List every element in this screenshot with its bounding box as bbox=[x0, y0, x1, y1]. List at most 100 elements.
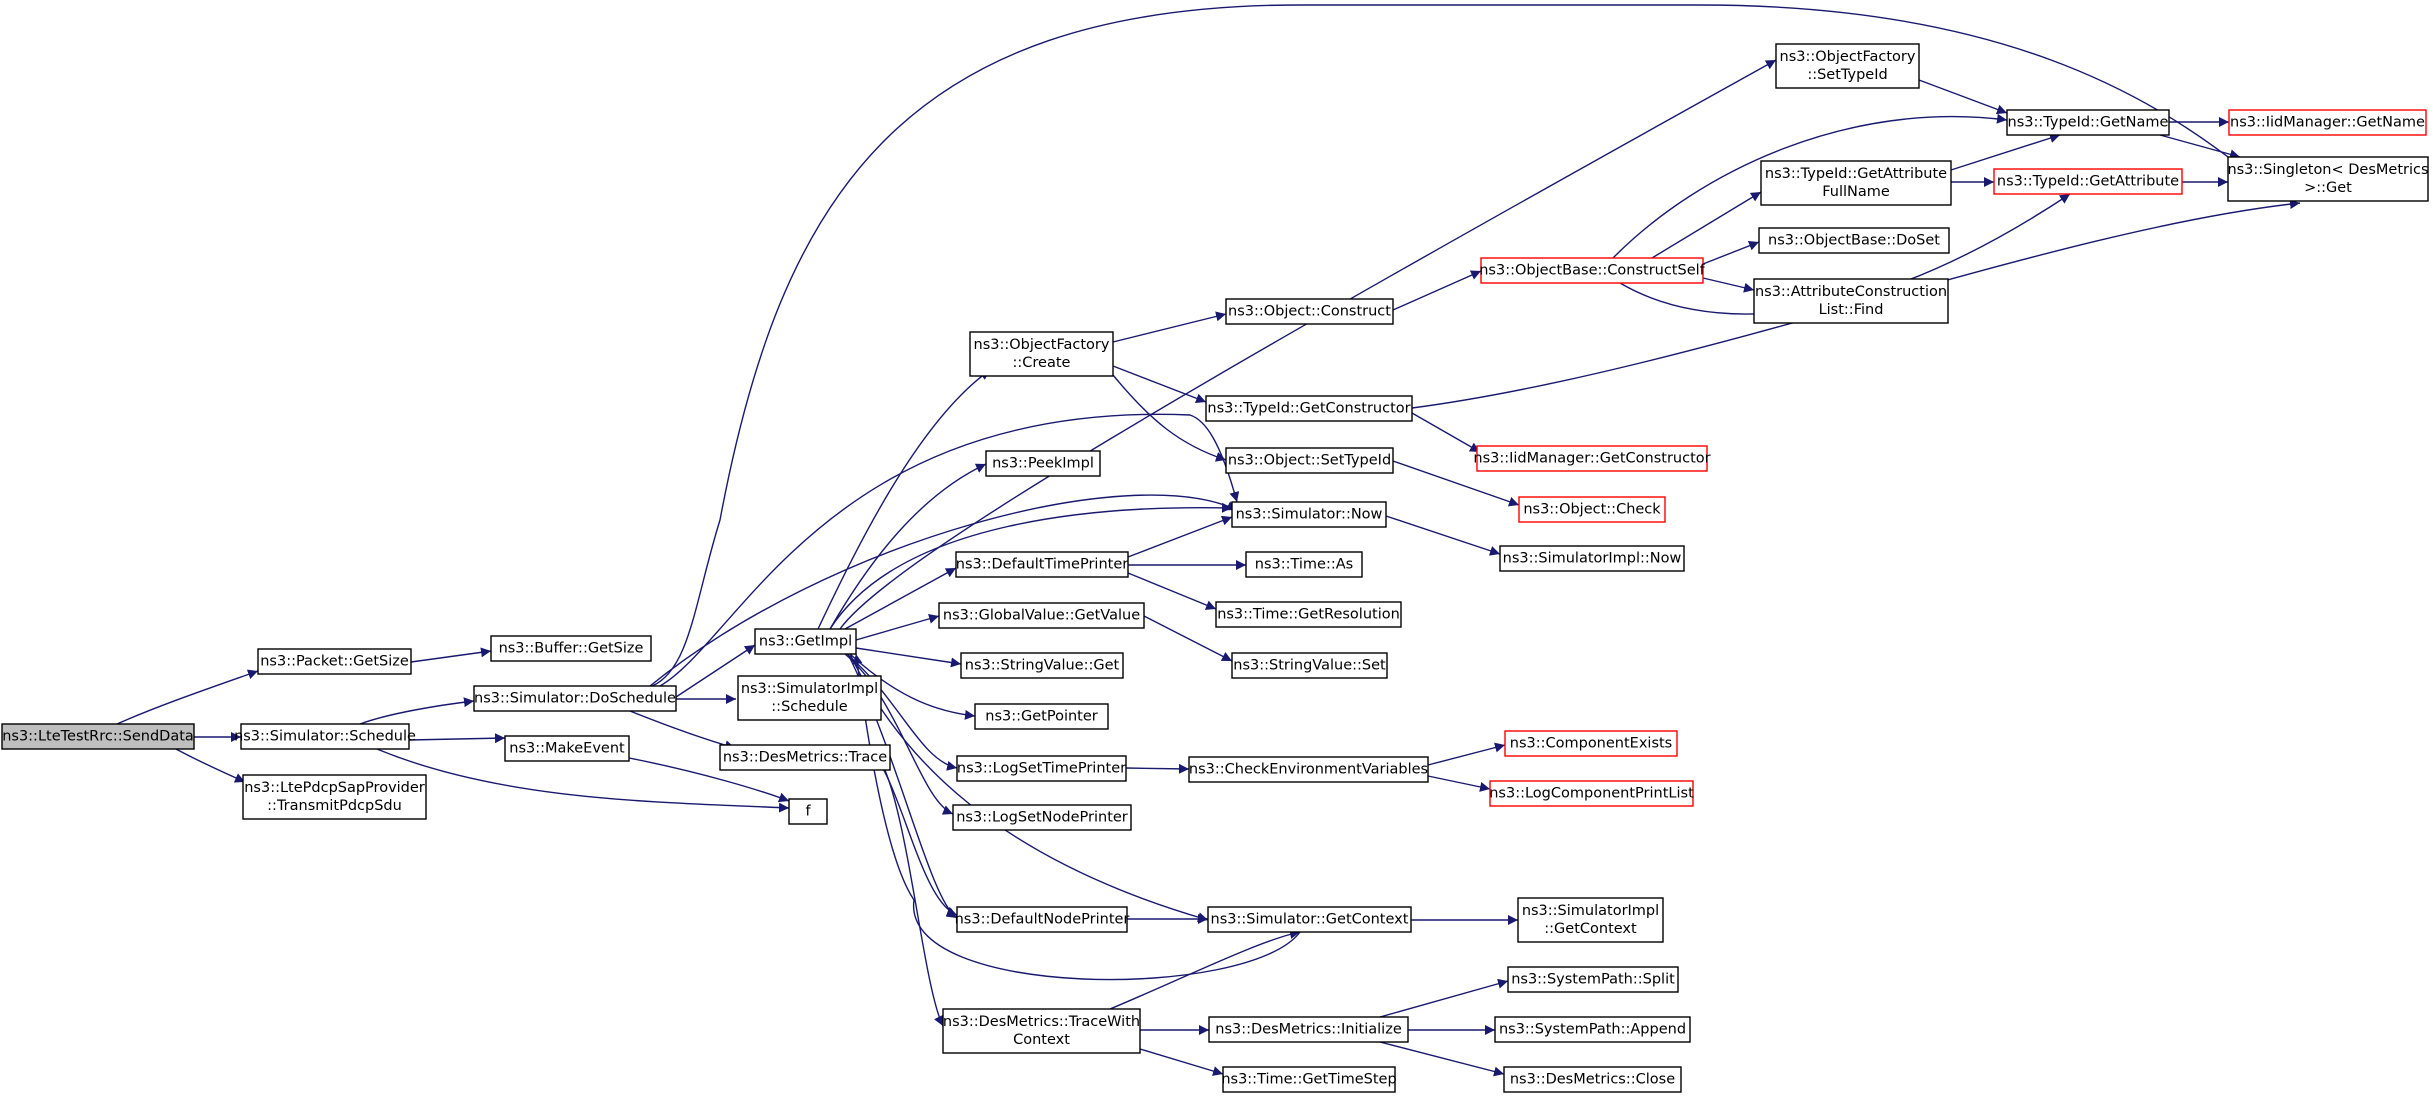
function-node-label: ::TransmitPdcpSdu bbox=[267, 798, 402, 814]
function-node[interactable]: ns3::DefaultNodePrinter bbox=[955, 906, 1130, 933]
function-node-box bbox=[956, 755, 1127, 782]
function-node[interactable]: ns3::GetPointer bbox=[974, 703, 1109, 730]
function-node[interactable]: ns3::TypeId::GetConstructor bbox=[1205, 395, 1413, 422]
function-node[interactable]: ns3::Object::SetTypeId bbox=[1225, 447, 1394, 474]
function-node-box bbox=[504, 735, 630, 762]
function-node-box bbox=[1775, 43, 1920, 89]
call-edge bbox=[844, 653, 954, 815]
function-node-label: ns3::Time::GetTimeStep bbox=[1221, 1072, 1396, 1088]
call-edge bbox=[659, 413, 1240, 687]
function-node[interactable]: ns3::DefaultTimePrinter bbox=[955, 551, 1129, 578]
function-node[interactable]: ns3::DesMetrics::Close bbox=[1503, 1066, 1682, 1093]
function-node-label: ns3::IidManager::GetName bbox=[2230, 115, 2425, 131]
function-node-box bbox=[1504, 730, 1678, 757]
function-node[interactable]: ns3::Object::Check bbox=[1518, 496, 1666, 523]
function-node[interactable]: ns3::GlobalValue::GetValue bbox=[938, 602, 1145, 629]
function-node-label: ::Create bbox=[1013, 355, 1071, 371]
call-edge bbox=[1127, 515, 1233, 558]
function-node[interactable]: ns3::LogComponentPrintList bbox=[1489, 780, 1694, 807]
function-node-label: ns3::SystemPath::Append bbox=[1499, 1022, 1686, 1038]
function-node[interactable]: ns3::Time::GetTimeStep bbox=[1221, 1066, 1397, 1093]
call-edge bbox=[175, 748, 246, 783]
function-node-label: ns3::ObjectBase::ConstructSelf bbox=[1479, 263, 1705, 279]
call-edge bbox=[852, 653, 1301, 981]
function-node-box bbox=[974, 703, 1109, 730]
function-node[interactable]: ns3::Simulator::Now bbox=[1231, 501, 1387, 528]
function-node-label: ns3::SimulatorImpl bbox=[741, 681, 878, 697]
function-node-label: ns3::ObjectBase::DoSet bbox=[1768, 233, 1940, 249]
function-node[interactable]: ns3::Singleton< DesMetrics >::Get bbox=[2227, 156, 2429, 202]
function-node: ns3::LteTestRrc::SendData bbox=[1, 723, 195, 750]
function-node-label: ns3::GetImpl bbox=[759, 634, 852, 650]
function-node[interactable]: ns3::TypeId::GetAttribute bbox=[1993, 168, 2183, 195]
function-node[interactable]: ns3::Object::Construct bbox=[1225, 298, 1394, 325]
function-node-label: ns3::LogSetNodePrinter bbox=[956, 810, 1128, 826]
function-node[interactable]: ns3::Time::As bbox=[1245, 551, 1363, 578]
function-node[interactable]: ns3::StringValue::Set bbox=[1231, 652, 1388, 679]
function-node[interactable]: ns3::GetImpl bbox=[754, 628, 857, 655]
function-node[interactable]: ns3::LogSetNodePrinter bbox=[952, 804, 1132, 831]
function-node-box bbox=[242, 774, 427, 820]
function-node[interactable]: ns3::Simulator::DoSchedule bbox=[473, 685, 677, 712]
function-node[interactable]: ns3::TypeId::GetName bbox=[2006, 109, 2170, 136]
function-node-label: ns3::StringValue::Get bbox=[965, 658, 1120, 674]
function-node-label: ns3::Object::Check bbox=[1523, 502, 1661, 518]
call-edge bbox=[1427, 775, 1491, 792]
function-node[interactable]: ns3::Packet::GetSize bbox=[257, 648, 412, 675]
call-edge bbox=[855, 647, 962, 668]
function-node[interactable]: ns3::SystemPath::Split bbox=[1507, 966, 1679, 993]
function-node[interactable]: ns3::MakeEvent bbox=[504, 735, 630, 762]
function-node[interactable]: ns3::ObjectBase::DoSet bbox=[1758, 227, 1950, 254]
function-node[interactable]: ns3::ObjectFactory::SetTypeId bbox=[1775, 43, 1920, 89]
function-node-box bbox=[1507, 966, 1679, 993]
function-node-label: ns3::SimulatorImpl::Now bbox=[1503, 551, 1682, 567]
function-node[interactable]: ns3::Simulator::Schedule bbox=[234, 723, 416, 750]
function-node-box bbox=[1480, 257, 1704, 284]
function-node[interactable]: ns3::CheckEnvironmentVariables bbox=[1188, 756, 1429, 783]
function-node[interactable]: ns3::SystemPath::Append bbox=[1494, 1016, 1691, 1043]
function-node[interactable]: ns3::SimulatorImpl::GetContext bbox=[1517, 897, 1664, 943]
function-node-label: FullName bbox=[1822, 184, 1890, 200]
function-node[interactable]: ns3::SimulatorImpl::Now bbox=[1499, 545, 1685, 572]
function-node[interactable]: f bbox=[788, 798, 828, 825]
function-node-label: ns3::TypeId::GetAttribute bbox=[1765, 166, 1947, 182]
function-node-label: ns3::Simulator::GetContext bbox=[1211, 912, 1409, 928]
function-node-label: ns3::Object::SetTypeId bbox=[1228, 453, 1391, 469]
function-node-label: ns3::DefaultNodePrinter bbox=[955, 912, 1130, 928]
function-node-label: ns3::DesMetrics::Trace bbox=[723, 750, 887, 766]
function-node[interactable]: ns3::Time::GetResolution bbox=[1215, 601, 1402, 628]
function-node-box bbox=[2228, 109, 2427, 136]
function-node[interactable]: ns3::SimulatorImpl::Schedule bbox=[737, 675, 882, 721]
function-node[interactable]: ns3::DesMetrics::Trace bbox=[719, 744, 891, 771]
function-node[interactable]: ns3::LogSetTimePrinter bbox=[956, 755, 1127, 782]
function-node-label: f bbox=[805, 804, 811, 820]
function-node[interactable]: ns3::ObjectFactory::Create bbox=[969, 331, 1114, 377]
function-node[interactable]: ns3::IidManager::GetName bbox=[2228, 109, 2427, 136]
function-node[interactable]: ns3::PeekImpl bbox=[985, 450, 1101, 477]
function-node[interactable]: ns3::ComponentExists bbox=[1504, 730, 1678, 757]
function-node-box bbox=[1760, 160, 1952, 206]
function-node[interactable]: ns3::Simulator::GetContext bbox=[1207, 906, 1412, 933]
function-node-box bbox=[719, 744, 891, 771]
call-edge bbox=[359, 697, 475, 725]
function-node[interactable]: ns3::Buffer::GetSize bbox=[490, 635, 652, 662]
call-edge bbox=[116, 669, 259, 725]
function-node[interactable]: ns3::ObjectBase::ConstructSelf bbox=[1479, 257, 1706, 284]
function-node-box bbox=[1205, 395, 1413, 422]
function-node-label: ::GetContext bbox=[1544, 921, 1637, 937]
call-edge bbox=[1143, 615, 1233, 662]
function-node[interactable]: ns3::StringValue::Get bbox=[960, 652, 1124, 679]
function-node[interactable]: ns3::DesMetrics::Initialize bbox=[1208, 1016, 1409, 1043]
function-node-box bbox=[938, 602, 1145, 629]
call-edge bbox=[675, 644, 756, 698]
function-node[interactable]: ns3::LtePdcpSapProvider::TransmitPdcpSdu bbox=[242, 774, 427, 820]
call-edge bbox=[1612, 113, 2008, 259]
function-node-label: ns3::Packet::GetSize bbox=[260, 654, 409, 670]
edges-layer bbox=[116, 4, 2301, 1077]
function-node-label: ns3::Simulator::Schedule bbox=[234, 729, 416, 745]
function-node-box bbox=[2006, 109, 2170, 136]
function-node[interactable]: ns3::IidManager::GetConstructor bbox=[1473, 445, 1711, 472]
